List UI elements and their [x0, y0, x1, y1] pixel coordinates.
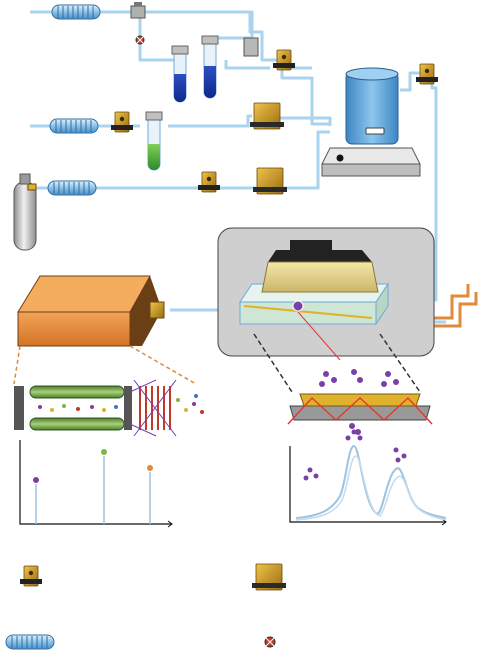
coil-filter-icon — [5, 634, 55, 650]
legend — [5, 563, 287, 650]
legend-item — [19, 565, 43, 587]
bubbler-tube-icon — [201, 35, 219, 99]
hotplate-icon — [321, 147, 421, 177]
detector-head-icon — [261, 240, 379, 293]
stick-spectrum-icon — [19, 440, 173, 528]
coil-filter-icon — [47, 180, 97, 196]
water-tank-icon — [345, 67, 399, 145]
gas-cylinder-icon — [13, 173, 37, 251]
valve-icon — [264, 636, 276, 648]
bubbler-tube-icon — [171, 45, 189, 103]
coil-filter-icon — [51, 4, 101, 20]
legend-item — [264, 636, 276, 648]
valve-icon — [130, 2, 146, 19]
valve-icon — [135, 35, 145, 45]
mass-spectrometer-icon — [17, 275, 165, 347]
prism-plate-icon — [287, 311, 433, 435]
pressure-controller-icon — [252, 167, 288, 195]
legend-item — [5, 634, 55, 650]
pressure-controller-icon — [249, 102, 285, 130]
ion-trap-icon — [14, 379, 204, 437]
bubbler-tube-icon — [145, 111, 163, 171]
mass-flow-controller-icon — [19, 565, 43, 587]
valve-icon — [243, 37, 259, 57]
pressure-controller-icon — [251, 563, 287, 591]
zoom-guide — [13, 345, 197, 385]
mass-flow-controller-icon — [197, 171, 221, 193]
legend-item — [251, 563, 287, 591]
ir-spectrum-icon — [289, 429, 447, 526]
zoom-guide — [253, 333, 421, 393]
mass-flow-controller-icon — [110, 111, 134, 133]
coil-filter-icon — [49, 118, 99, 134]
